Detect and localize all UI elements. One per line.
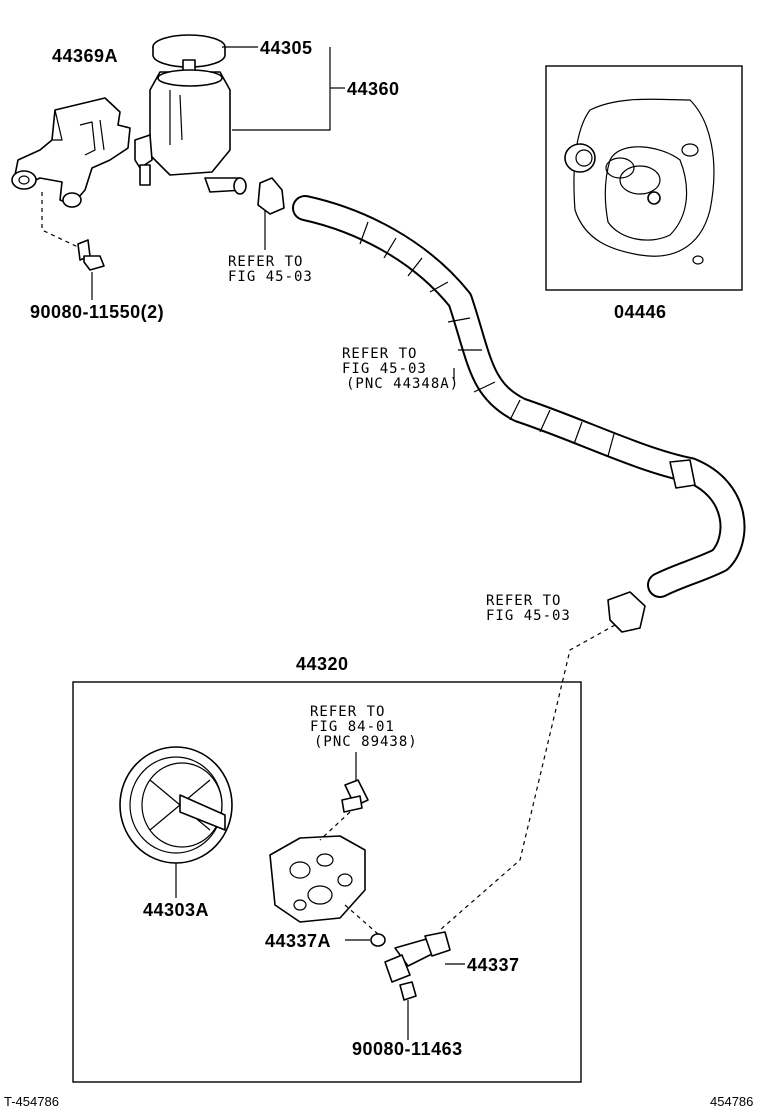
footer-left-id: T-454786	[4, 1094, 59, 1109]
return-hose-drawing	[292, 195, 746, 598]
refer-note-4-line3: (PNC 89438)	[314, 734, 418, 750]
label-44305: 44305	[260, 38, 313, 58]
refer-note-2-line2: FIG 45-03	[342, 361, 427, 377]
bolt-90080-11463-drawing	[399, 981, 417, 1001]
pump-body-drawing	[269, 835, 366, 923]
refer-note-1-line2: FIG 45-03	[228, 269, 313, 285]
label-44360: 44360	[347, 79, 400, 99]
o-ring-drawing	[370, 933, 386, 947]
refer-note-2-line3: (PNC 44348A)	[346, 376, 459, 392]
bolt-90080-11550-drawing	[77, 239, 105, 271]
refer-note-3-line1: REFER TO	[486, 593, 561, 609]
pulley-drawing	[119, 746, 233, 864]
refer-note-4-line2: FIG 84-01	[310, 719, 395, 735]
reservoir-bracket-drawing	[11, 97, 131, 208]
label-44369A: 44369A	[52, 46, 118, 66]
label-44337A: 44337A	[265, 931, 331, 951]
refer-note-2-line1: REFER TO	[342, 346, 417, 362]
reservoir-tank-drawing	[134, 34, 247, 195]
pump-assembly-box	[72, 681, 582, 1083]
hose-clamp-lower	[607, 591, 646, 633]
refer-note-3-line2: FIG 45-03	[486, 608, 571, 624]
hose-clamp-upper	[257, 177, 285, 215]
label-04446: 04446	[614, 302, 667, 322]
gasket-kit-box	[545, 65, 743, 291]
label-44320: 44320	[296, 654, 349, 674]
union-fitting-drawing	[384, 931, 451, 983]
footer-right-id: 454786	[710, 1094, 753, 1109]
refer-note-4-line1: REFER TO	[310, 704, 385, 720]
label-44303A: 44303A	[143, 900, 209, 920]
pressure-switch-drawing	[341, 779, 369, 813]
gasket-kit-drawing	[564, 98, 715, 265]
refer-note-1-line1: REFER TO	[228, 254, 303, 270]
label-90080-11463: 90080-11463	[352, 1039, 463, 1059]
label-44337: 44337	[467, 955, 520, 975]
label-90080-11550: 90080-11550(2)	[30, 302, 164, 322]
